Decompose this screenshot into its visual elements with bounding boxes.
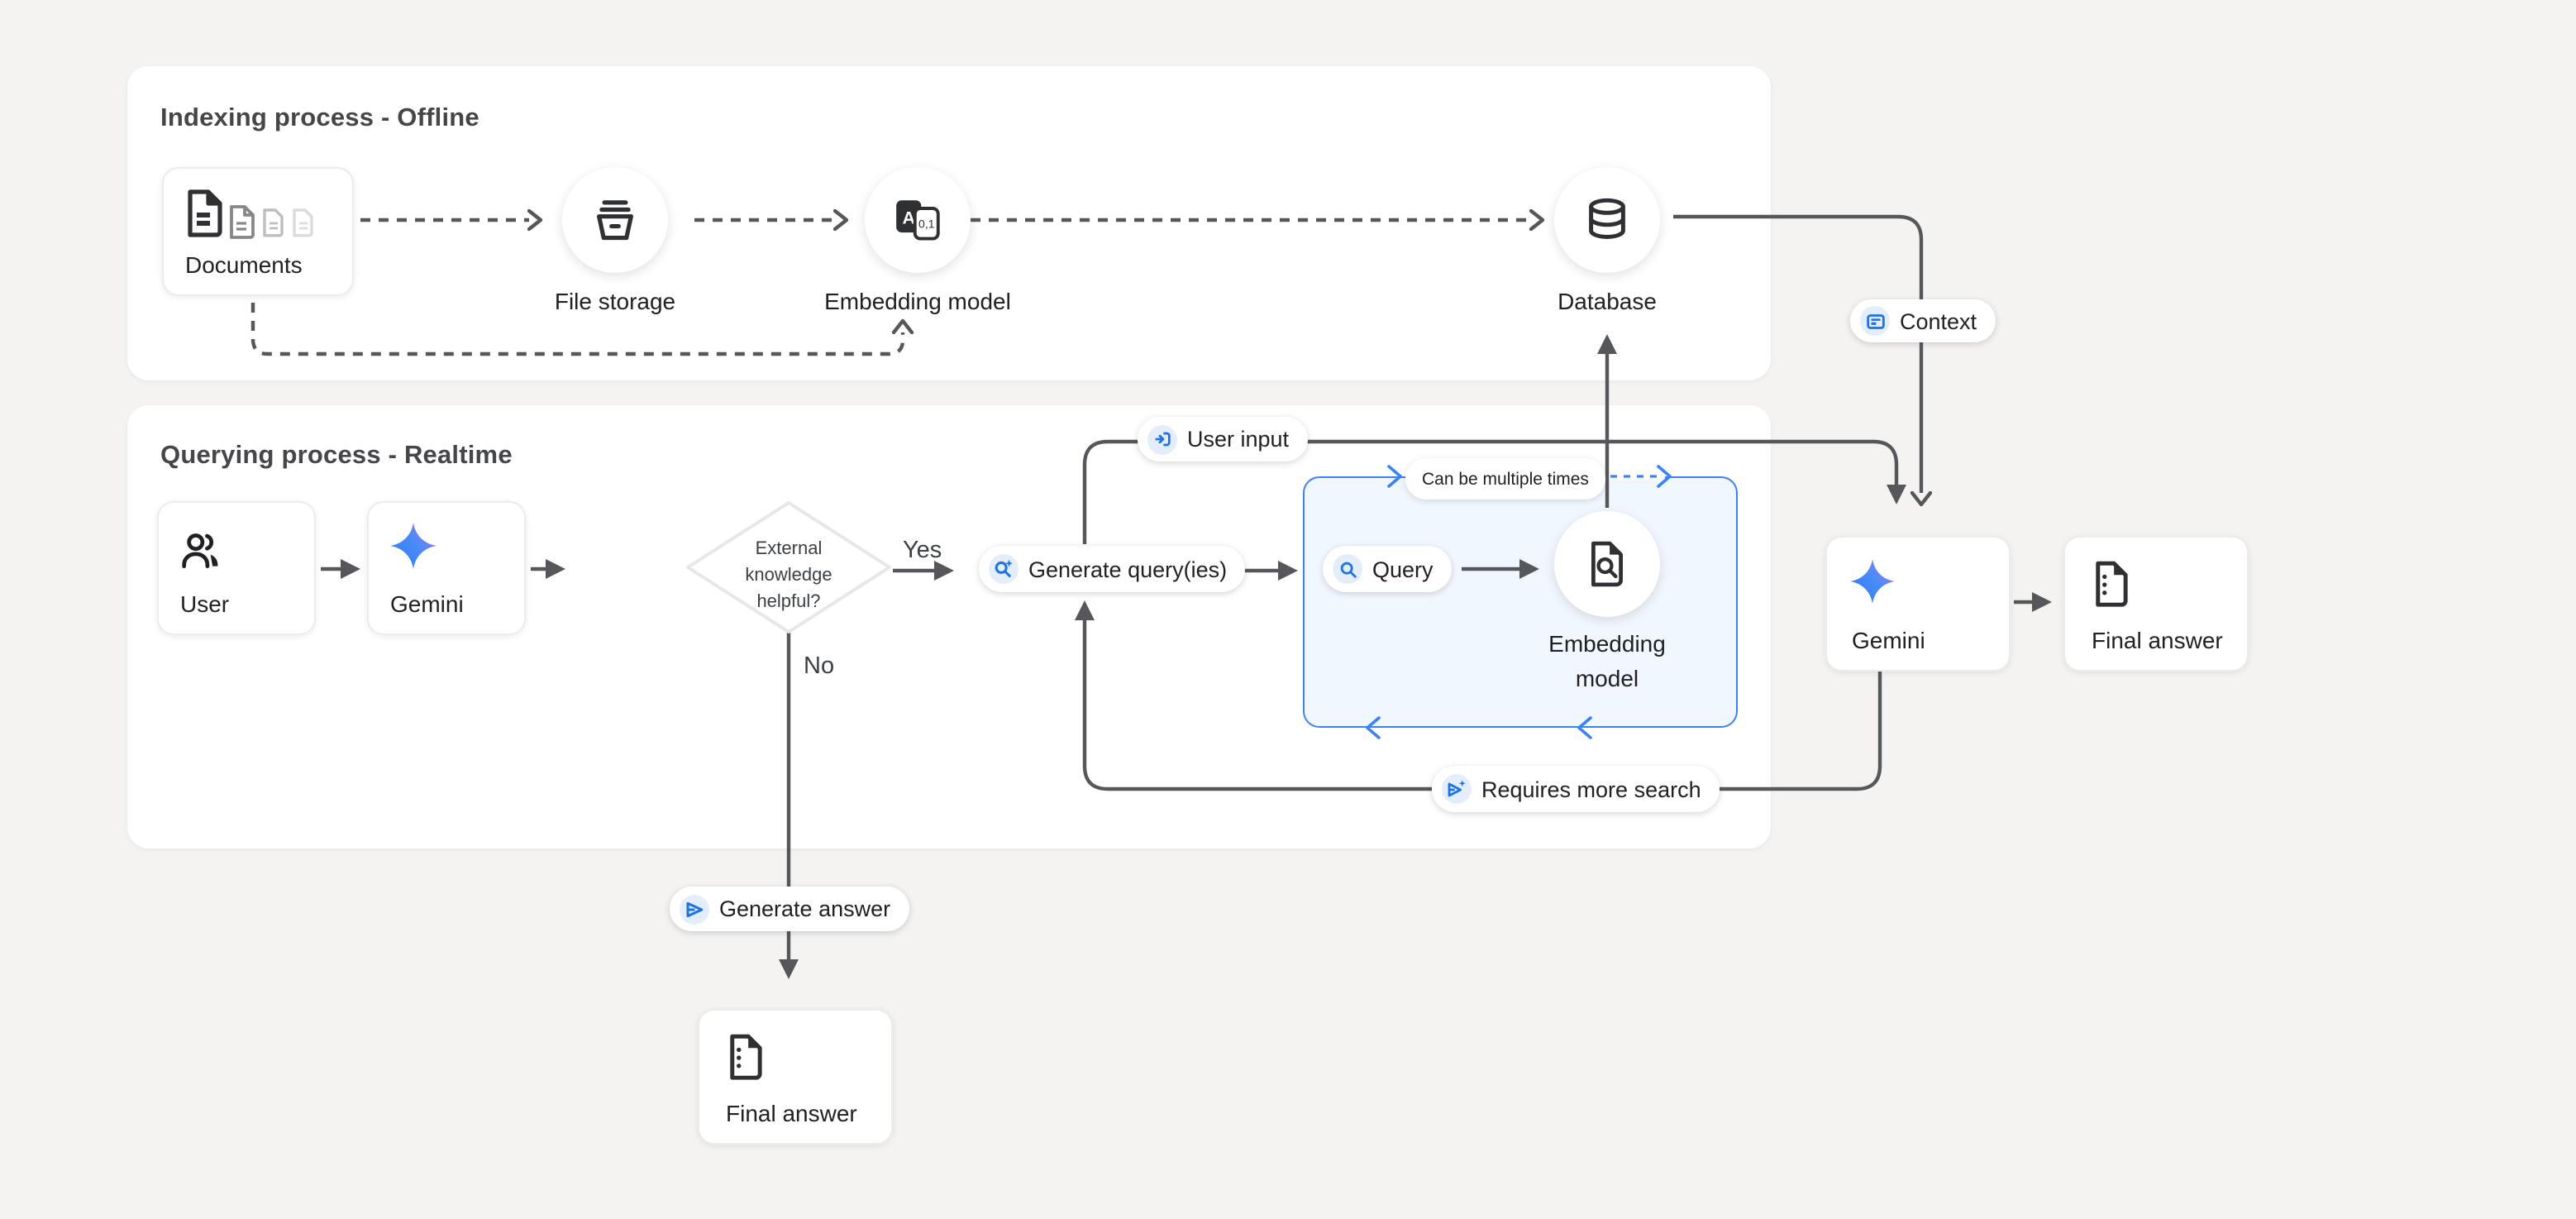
loop-embedding-label-line2: model <box>1575 665 1639 691</box>
embedding-model-node: A 0,1 <box>865 167 971 273</box>
decision-diamond <box>686 501 891 633</box>
documents-label: Documents <box>185 251 303 278</box>
generate-answer-label: Generate answer <box>719 896 891 921</box>
context-badge-label: Context <box>1900 308 1977 333</box>
final-answer-bottom-node: Final answer <box>698 1009 893 1145</box>
edge-database-context-to-gemini <box>1673 214 1921 493</box>
embedding-model-label: Embedding model <box>824 288 1011 314</box>
generate-queries-pill: Generate query(ies) <box>979 546 1246 592</box>
final-answer-right-node: Final answer <box>2063 536 2249 672</box>
yes-label: Yes <box>903 538 942 564</box>
file-storage-node <box>562 167 668 273</box>
embedding-icon-letter: A <box>902 208 915 227</box>
user-label: User <box>180 590 230 617</box>
embedding-icon-digits: 0,1 <box>918 218 935 231</box>
requires-more-search-pill: Requires more search <box>1432 766 1720 812</box>
document-icon <box>2096 561 2128 607</box>
loop-caption: Can be multiple times <box>1405 458 1605 500</box>
indexing-panel-title: Indexing process - Offline <box>160 104 479 132</box>
storage-bucket-icon <box>597 200 633 241</box>
loop-arrow-left2-icon <box>1577 716 1592 739</box>
gemini-star-icon <box>1850 559 1895 604</box>
query-pill: Query <box>1323 546 1452 592</box>
user-node: User <box>157 501 316 635</box>
query-label: Query <box>1372 557 1433 581</box>
ai-search-icon <box>989 554 1018 584</box>
generate-queries-label: Generate query(ies) <box>1028 557 1228 581</box>
database-node <box>1554 167 1660 273</box>
gemini-right-node: Gemini <box>1825 536 2011 672</box>
loop-embedding-label-line1: Embedding <box>1548 630 1666 657</box>
requires-more-search-label: Requires more search <box>1481 777 1701 801</box>
no-label: No <box>804 653 835 680</box>
edge-gemini-requires-more-search-loop <box>1075 600 1882 791</box>
user-input-label: User input <box>1187 427 1290 452</box>
input-icon <box>1147 424 1177 454</box>
context-icon <box>1860 306 1890 336</box>
decision-line1: External <box>755 539 823 559</box>
generate-answer-pill: Generate answer <box>670 887 909 931</box>
doc-search-icon <box>1591 541 1623 587</box>
multi-query-loop-box <box>1303 476 1738 728</box>
loop-caption-label: Can be multiple times <box>1422 469 1589 489</box>
user-input-badge: User input <box>1138 417 1308 461</box>
final-answer-bottom-label: Final answer <box>726 1100 857 1126</box>
decision-line2: knowledge <box>745 566 832 586</box>
send-icon <box>680 894 709 924</box>
database-label: Database <box>1558 288 1657 314</box>
documents-node: Documents <box>162 167 354 296</box>
gemini-star-icon <box>390 523 436 569</box>
gemini-right-label: Gemini <box>1852 627 1925 653</box>
edge-documents-to-embedding-loop <box>250 303 903 356</box>
final-answer-right-label: Final answer <box>2092 627 2223 653</box>
send-sparkle-icon <box>1442 774 1472 804</box>
loop-embedding-model-node <box>1554 511 1660 617</box>
loop-arrow-right-icon <box>1387 465 1402 488</box>
document-icon <box>730 1034 762 1080</box>
context-badge: Context <box>1850 299 1996 342</box>
gemini-node: Gemini <box>367 501 526 635</box>
search-icon <box>1333 554 1362 584</box>
loop-arrow-right2-icon <box>1657 465 1672 488</box>
gemini-label: Gemini <box>390 590 464 617</box>
embedding-translate-icon: A 0,1 <box>896 200 940 241</box>
decision-line3: helpful? <box>756 592 821 612</box>
querying-panel-title: Querying process - Realtime <box>160 442 513 470</box>
database-icon <box>1589 198 1625 239</box>
edge-userinput-to-gemini <box>1082 439 1906 544</box>
file-storage-label: File storage <box>554 288 676 314</box>
user-duo-icon <box>182 533 218 569</box>
documents-stack-icon <box>188 189 313 239</box>
loop-arrow-left-icon <box>1366 716 1381 739</box>
